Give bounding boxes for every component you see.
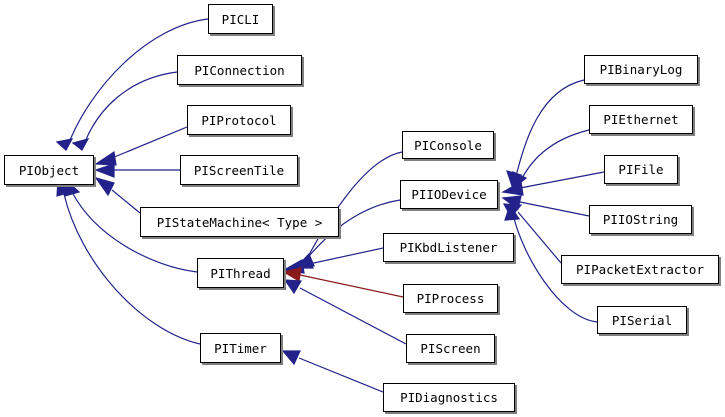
node-piconnection[interactable]: PIConnection	[177, 55, 302, 85]
node-label-pitimer: PITimer	[214, 340, 267, 356]
edge-pibinarylog-piiodevice	[514, 79, 585, 181]
edge-piethernet-piiodevice	[519, 129, 590, 183]
node-picli[interactable]: PICLI	[208, 4, 273, 34]
edge-pidiagnostics-pitimer	[298, 357, 384, 393]
edge-piconnection-piobject	[81, 71, 178, 151]
node-piscreentile[interactable]: PIScreenTile	[180, 155, 298, 185]
edge-piscreen-pithread	[299, 287, 407, 345]
node-piconsole[interactable]: PIConsole	[402, 131, 494, 159]
arrowhead-pistatemachine	[94, 176, 115, 197]
edge-piiostring-piiodevice	[519, 201, 590, 217]
arrowhead-piconnection	[71, 138, 90, 151]
node-label-piprocess: PIProcess	[416, 291, 485, 306]
node-label-piconsole: PIConsole	[414, 137, 482, 153]
edge-piconsole-pithread	[304, 151, 403, 263]
arrowhead-piprotocol	[94, 150, 117, 166]
node-label-pipacketextractor: PIPacketExtractor	[576, 262, 704, 277]
edge-picli-piobject	[65, 18, 209, 151]
node-pifile[interactable]: PIFile	[604, 155, 678, 184]
node-label-pistatemachine: PIStateMachine< Type >	[156, 214, 323, 230]
node-label-piprotocol: PIProtocol	[201, 112, 277, 128]
node-pikbdlistener[interactable]: PIKbdListener	[383, 233, 514, 262]
arrowhead-piserial	[504, 203, 521, 221]
node-label-piobject: PIObject	[18, 162, 80, 178]
arrowhead-piscreen	[283, 279, 303, 295]
node-piethernet[interactable]: PIEthernet	[589, 105, 693, 134]
node-piprocess[interactable]: PIProcess	[403, 284, 498, 313]
arrowhead-pidiagnostics	[281, 350, 301, 366]
node-piprotocol[interactable]: PIProtocol	[187, 105, 291, 135]
edge-piserial-piiodevice	[512, 213, 598, 323]
arrowhead-picli	[55, 138, 74, 151]
edge-pifile-piiodevice	[519, 171, 605, 189]
node-label-picli: PICLI	[221, 11, 260, 27]
node-pipacketextractor[interactable]: PIPacketExtractor	[561, 255, 719, 284]
node-label-pikbdlistener: PIKbdListener	[399, 240, 498, 255]
node-piscreen[interactable]: PIScreen	[406, 334, 495, 363]
node-label-piiodevice: PIIODevice	[411, 187, 487, 202]
node-label-piscreen: PIScreen	[420, 341, 481, 356]
node-pistatemachine[interactable]: PIStateMachine< Type >	[140, 207, 339, 237]
arrowhead-piprocess	[282, 267, 302, 282]
edges-to-piiodevice	[501, 79, 605, 323]
node-label-piiostring: PIIOString	[602, 212, 679, 227]
arrowhead-pifile	[501, 181, 524, 196]
node-label-pithread: PIThread	[210, 265, 271, 281]
node-piobject[interactable]: PIObject	[4, 155, 94, 185]
edges-to-pithread	[282, 151, 407, 345]
node-label-pifile: PIFile	[618, 162, 664, 177]
arrowhead-piscreentile	[94, 163, 115, 178]
edge-piprocess-pithread	[299, 274, 404, 298]
edge-pistatemachine-piobject	[111, 189, 141, 214]
node-piserial[interactable]: PISerial	[597, 306, 687, 334]
edge-pipacketextractor-piiodevice	[517, 211, 562, 264]
node-piiodevice[interactable]: PIIODevice	[400, 180, 498, 209]
edge-pikbdlistener-pithread	[299, 247, 384, 267]
node-label-piserial: PISerial	[611, 312, 673, 328]
edge-piprotocol-piobject	[111, 126, 188, 159]
node-pitimer[interactable]: PITimer	[200, 333, 281, 363]
node-pibinarylog[interactable]: PIBinaryLog	[584, 55, 698, 84]
node-label-piscreentile: PIScreenTile	[193, 162, 285, 178]
node-label-piconnection: PIConnection	[194, 62, 285, 78]
edge-pitimer-piobject	[63, 193, 201, 345]
node-label-pidiagnostics: PIDiagnostics	[400, 390, 498, 405]
node-pidiagnostics[interactable]: PIDiagnostics	[383, 383, 515, 412]
node-label-pibinarylog: PIBinaryLog	[599, 62, 683, 77]
node-pithread[interactable]: PIThread	[197, 258, 284, 288]
node-label-piethernet: PIEthernet	[603, 112, 679, 127]
node-piiostring[interactable]: PIIOString	[589, 205, 692, 234]
edge-pithread-piobject	[71, 191, 198, 273]
edges-to-pitimer	[281, 350, 384, 393]
